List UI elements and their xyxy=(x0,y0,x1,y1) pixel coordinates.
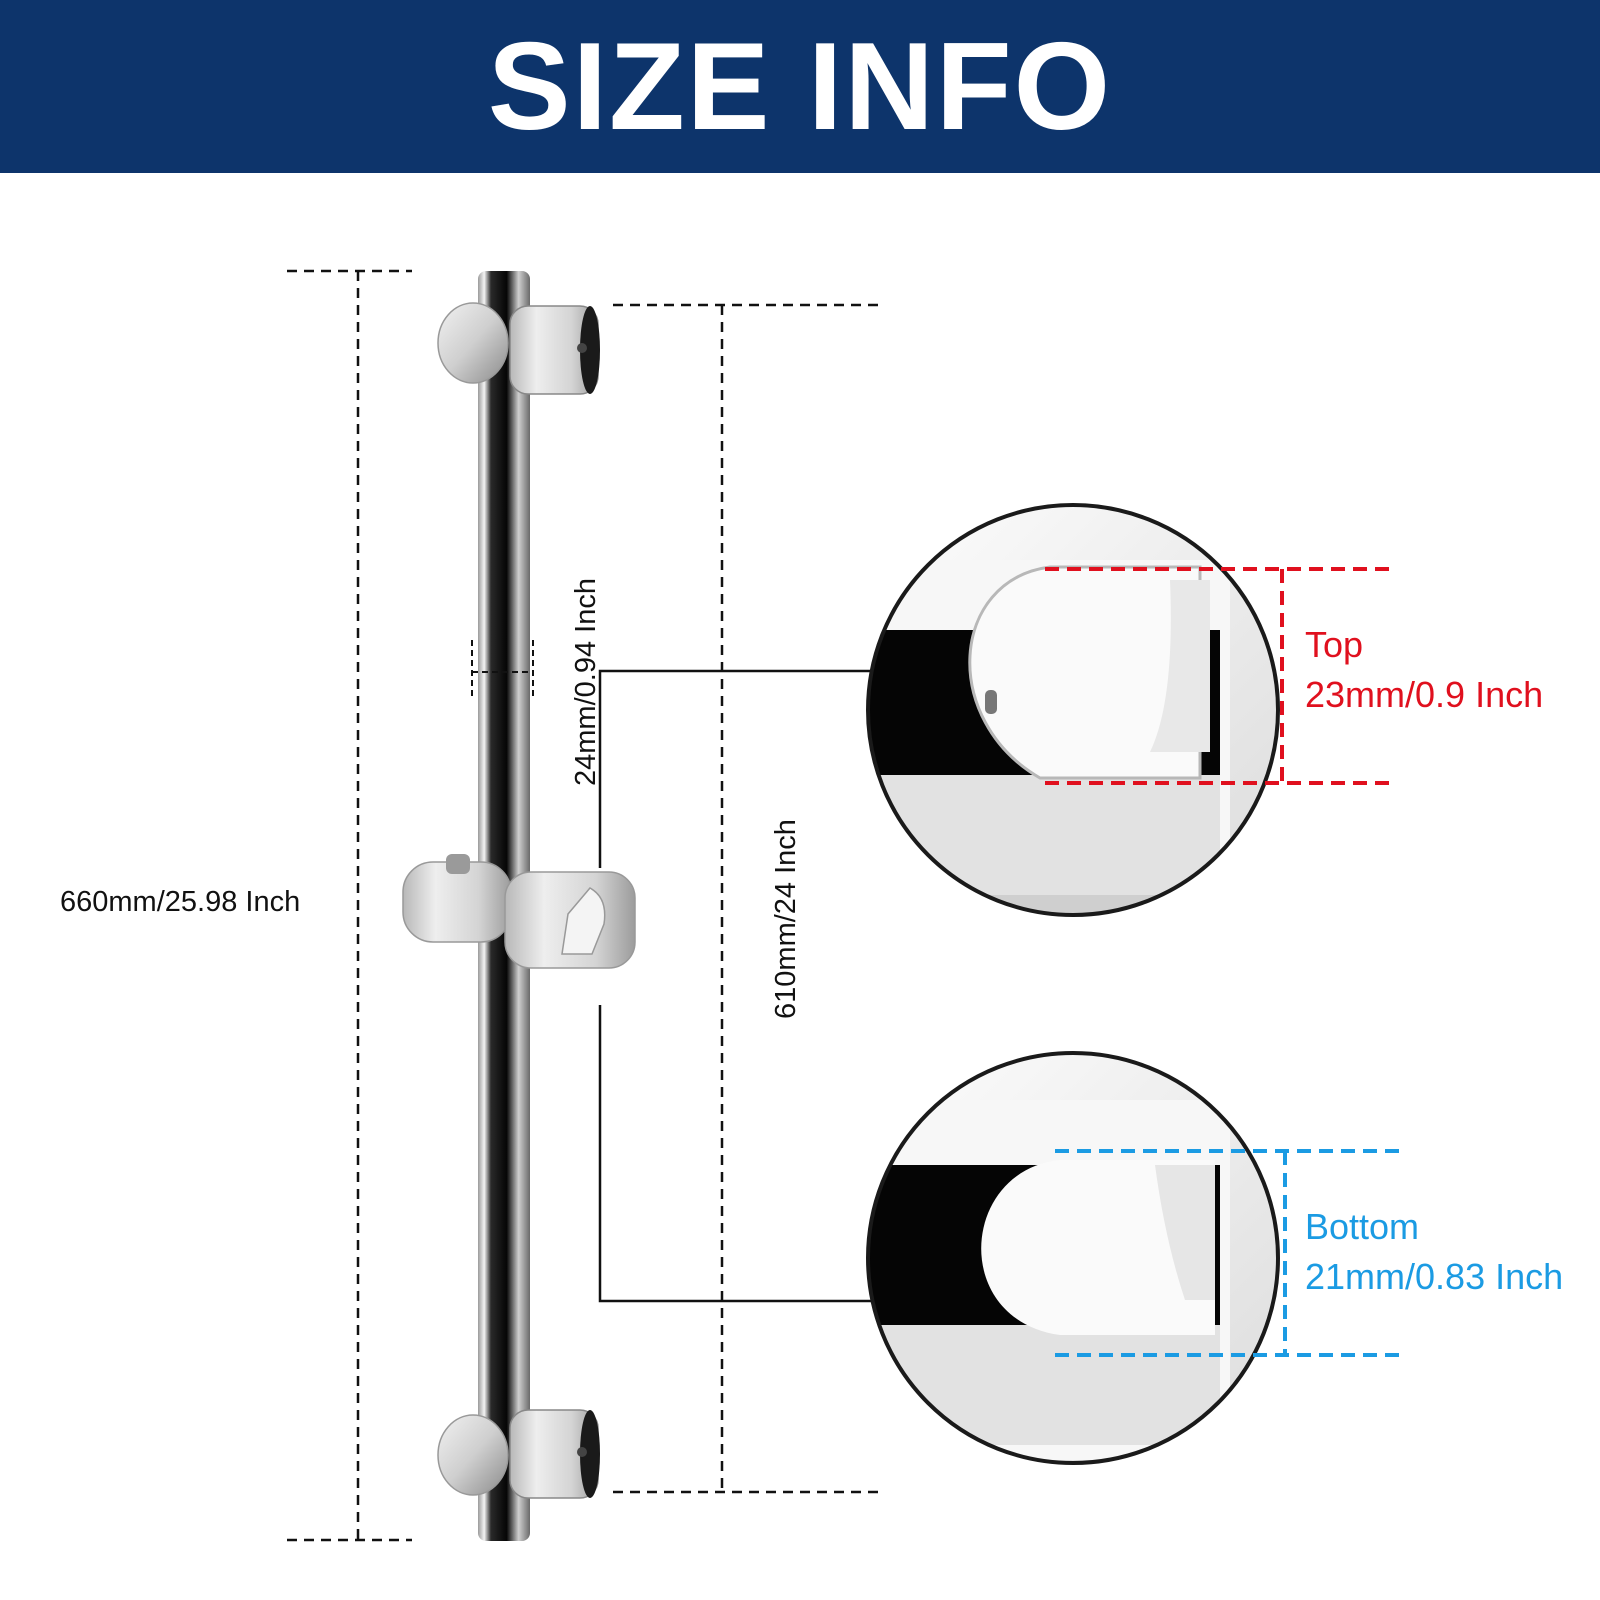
top-measurement-box xyxy=(1045,567,1390,785)
overall-length-dimension xyxy=(287,269,412,1542)
page-title: SIZE INFO xyxy=(487,17,1113,156)
bottom-holder-label: Bottom 21mm/0.83 Inch xyxy=(1305,1202,1563,1302)
bracket-spacing-dimension xyxy=(613,303,878,1494)
bottom-holder-size: 21mm/0.83 Inch xyxy=(1305,1256,1564,1297)
bracket-spacing-label: 610mm/24 Inch xyxy=(770,819,802,1019)
bottom-wall-bracket xyxy=(437,1409,600,1499)
callout-lines xyxy=(598,669,878,1303)
sliding-holder xyxy=(402,854,636,969)
bottom-measurement-box xyxy=(1055,1149,1400,1357)
top-holder-size: 23mm/0.9 Inch xyxy=(1305,674,1544,715)
bottom-zoom-circle xyxy=(866,1051,1280,1465)
top-holder-name: Top xyxy=(1305,624,1364,665)
overall-length-label: 660mm/25.98 Inch xyxy=(60,886,301,918)
bottom-holder-name: Bottom xyxy=(1305,1206,1420,1247)
header-banner: SIZE INFO xyxy=(0,0,1600,173)
rail-diameter-marker xyxy=(471,640,534,698)
top-zoom-circle xyxy=(866,503,1280,917)
rail-diameter-label: 24mm/0.94 Inch xyxy=(570,578,602,786)
top-wall-bracket xyxy=(437,302,600,395)
top-holder-label: Top 23mm/0.9 Inch xyxy=(1305,620,1543,720)
